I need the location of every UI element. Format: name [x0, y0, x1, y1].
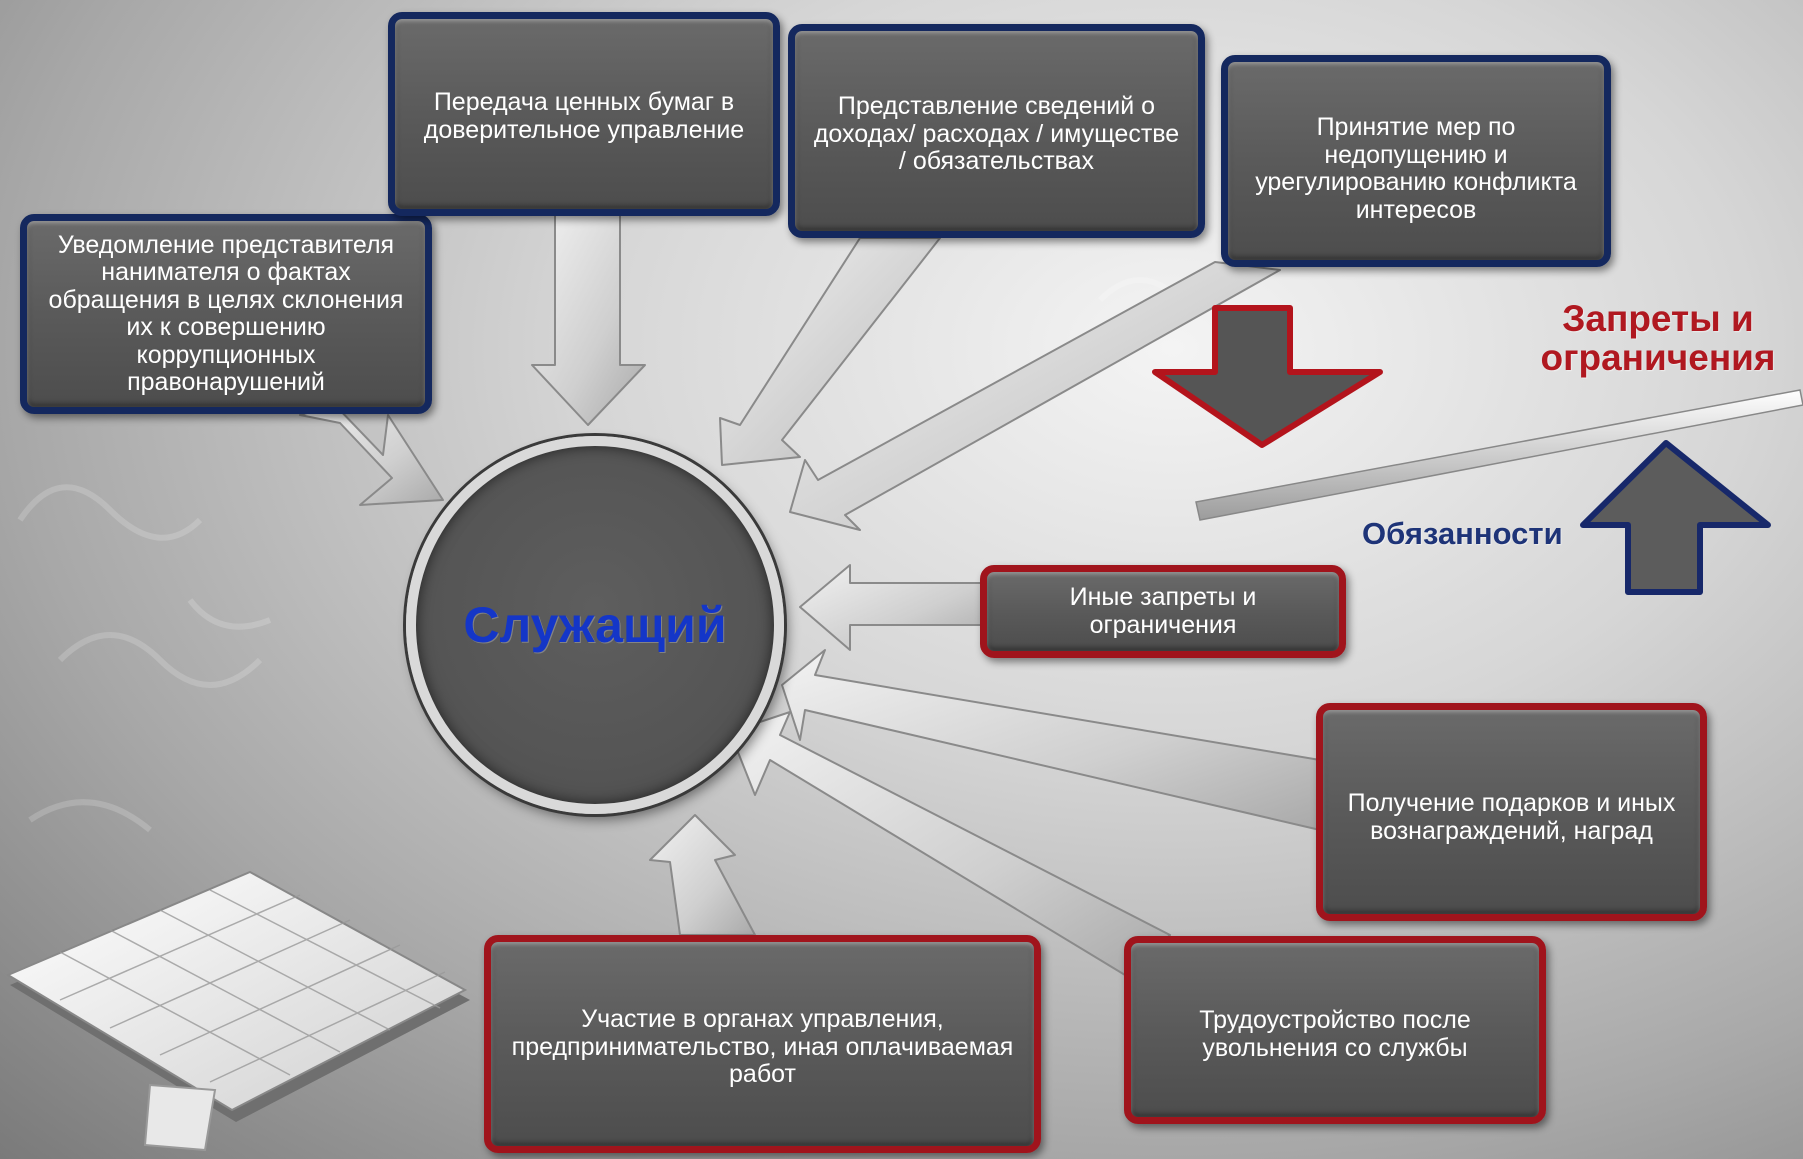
box-employment-text: Трудоустройство после увольнения со служ… [1199, 1006, 1471, 1062]
arrow-employment [729, 711, 1171, 976]
box-management-text: Участие в органах управления, предприним… [511, 1005, 1014, 1088]
box-income-text: Представление сведений о доходах/ расход… [813, 92, 1180, 175]
box-securities: Передача ценных бумаг в доверительное уп… [388, 12, 780, 216]
box-gifts-text: Получение подарков и иных вознаграждений… [1347, 789, 1676, 845]
box-employment: Трудоустройство после увольнения со служ… [1124, 936, 1546, 1124]
legend-graphics [1152, 305, 1803, 595]
arrows [299, 214, 1321, 976]
box-securities-text: Передача ценных бумаг в доверительное уп… [423, 88, 745, 144]
box-income: Представление сведений о доходах/ расход… [788, 24, 1205, 238]
arrow-securities [531, 214, 646, 426]
arrow-management [649, 814, 756, 936]
duties-label: Обязанности [1362, 516, 1563, 551]
arrow-conflict [789, 261, 1281, 531]
duties-up-arrow [1580, 440, 1771, 595]
box-other-text: Иные запреты и ограничения [1069, 583, 1257, 639]
arrow-notify [299, 404, 444, 506]
puzzle-decoration [5, 870, 470, 1152]
box-notify-text: Уведомление представителя нанимателя о ф… [48, 230, 404, 396]
arrow-income [719, 237, 941, 466]
arrow-gifts [781, 649, 1321, 831]
arrow-other [799, 564, 986, 651]
legend-bar [1195, 389, 1803, 521]
center-circle: Служащий [406, 436, 784, 814]
restrictions-label: Запреты и ограничения [1540, 298, 1776, 378]
restrictions-down-arrow [1152, 305, 1383, 448]
box-gifts: Получение подарков и иных вознаграждений… [1316, 703, 1707, 921]
box-conflict-text: Принятие мер по недопущению и урегулиров… [1255, 113, 1577, 224]
center-label: Служащий [463, 597, 727, 653]
box-management: Участие в органах управления, предприним… [484, 935, 1041, 1153]
box-other: Иные запреты и ограничения [980, 565, 1346, 658]
box-notify: Уведомление представителя нанимателя о ф… [20, 214, 432, 414]
box-conflict: Принятие мер по недопущению и урегулиров… [1221, 55, 1611, 267]
